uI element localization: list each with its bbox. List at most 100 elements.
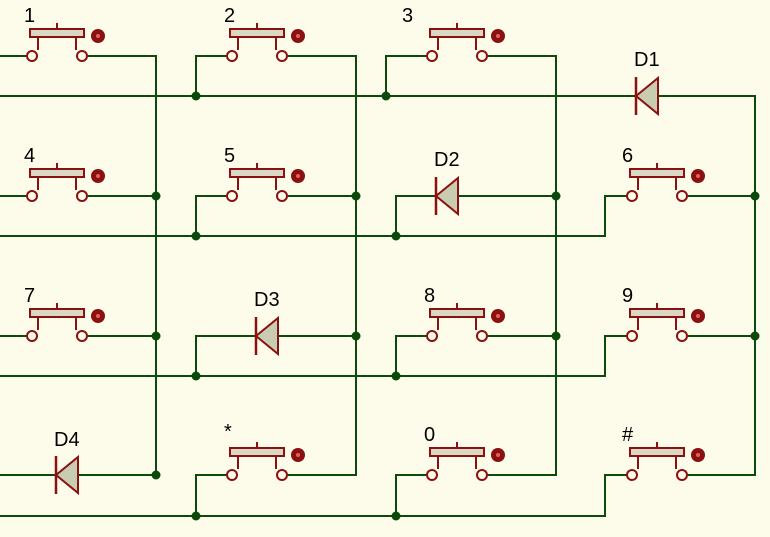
led-glint [496,453,500,457]
led-glint [96,34,100,38]
button-plunger [229,168,285,178]
btn-2[interactable] [226,23,305,62]
row-bus-3 [0,335,630,377]
led-glint [296,174,300,178]
diode-d2 [434,175,459,217]
btn-hash[interactable] [626,442,705,481]
diode-d3 [254,315,279,357]
button-terminal [226,469,238,481]
junction-dot [391,231,401,241]
btn-9-label: 9 [622,285,633,307]
wire-drop [195,474,226,516]
btn-7-label: 7 [24,285,35,307]
btn-5[interactable] [226,163,305,202]
button-plunger [29,28,85,38]
button-terminal [26,190,38,202]
button-terminal [26,330,38,342]
btn-9[interactable] [626,303,705,342]
button-terminal [426,469,438,481]
diode-body [434,175,459,217]
wire-drop [395,195,436,236]
column-3 [488,55,557,476]
button-plunger [629,447,685,457]
button-terminal [76,330,88,342]
wire-drop [195,335,256,376]
column-1 [78,55,157,476]
button-terminal [276,469,288,481]
btn-8[interactable] [426,303,505,342]
junction-dot [151,331,161,341]
led-glint [696,174,700,178]
diode-body [634,75,659,117]
btn-0-label: 0 [424,424,435,446]
button-terminal [76,50,88,62]
button-terminal [676,469,688,481]
btn-8-label: 8 [424,285,435,307]
button-terminal [626,190,638,202]
btn-1[interactable] [26,23,105,62]
wire-drop [385,55,426,96]
junction-dot [391,371,401,381]
btn-4[interactable] [26,163,105,202]
btn-hash-label: # [622,424,634,446]
diode-d1 [634,75,659,117]
button-terminal [676,190,688,202]
wire-drop [195,55,226,96]
btn-4-label: 4 [24,145,35,167]
button-plunger [229,28,285,38]
junction-dot [351,331,361,341]
button-plunger [429,447,485,457]
button-plunger [29,168,85,178]
junction-dot [551,331,561,341]
button-plunger [429,28,485,38]
btn-5-label: 5 [224,145,235,167]
junction-dot [750,191,760,201]
wire-drop [395,474,426,516]
btn-3[interactable] [426,23,505,62]
button-terminal [676,330,688,342]
button-terminal [76,190,88,202]
diode-d4-label: D4 [54,429,80,451]
junction-dot [391,511,401,521]
junction-dot [381,91,391,101]
button-plunger [429,308,485,318]
wire-drop [395,335,426,376]
btn-7[interactable] [26,303,105,342]
button-plunger [229,447,285,457]
button-terminal [276,190,288,202]
button-terminal [626,330,638,342]
led-glint [296,34,300,38]
row-bus-2 [0,195,630,237]
button-terminal [626,469,638,481]
led-glint [496,314,500,318]
diode-d3-label: D3 [254,289,280,311]
button-terminal [226,50,238,62]
junction-dot [191,371,201,381]
wire-drop [195,195,226,236]
btn-6-label: 6 [622,145,633,167]
btn-0[interactable] [426,442,505,481]
diode-d2-label: D2 [434,149,460,171]
junction-dot [351,191,361,201]
button-plunger [629,168,685,178]
junction-dot [151,191,161,201]
btn-star[interactable] [226,442,305,481]
row-bus-4 [0,474,630,517]
led-glint [296,453,300,457]
diode-body [54,454,79,496]
junction-dot [151,470,161,480]
button-plunger [629,308,685,318]
btn-6[interactable] [626,163,705,202]
button-terminal [426,50,438,62]
button-terminal [426,330,438,342]
led-glint [696,314,700,318]
btn-2-label: 2 [224,5,235,27]
diode-d4 [54,454,79,496]
led-glint [496,34,500,38]
junction-dot [191,231,201,241]
junction-dot [191,511,201,521]
column-2 [288,55,357,476]
btn-star-label: * [224,421,232,443]
led-glint [96,174,100,178]
